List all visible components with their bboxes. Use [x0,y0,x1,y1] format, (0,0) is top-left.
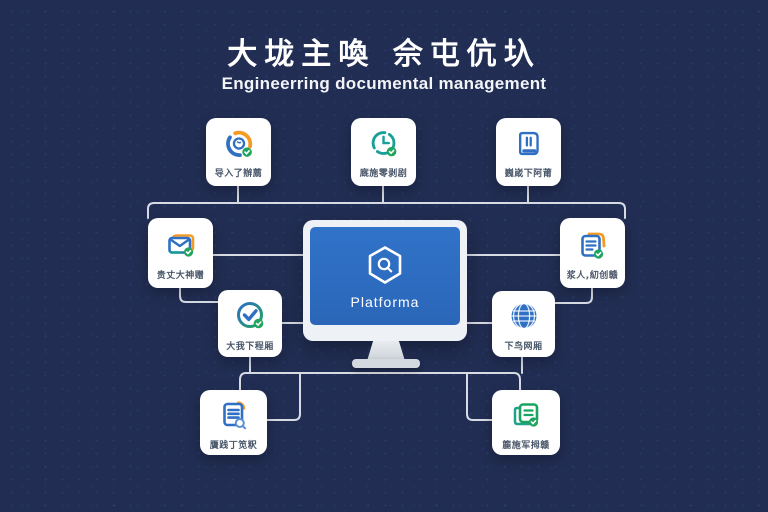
newspaper-icon [506,395,546,435]
document-search-icon [214,395,254,435]
node-label: 大我下程厢 [226,341,274,352]
node-card-news: 簏施军拇赣 [492,390,560,455]
node-card-documents: 浆人,糿创赣 [560,218,625,288]
node-card-schedule: 廐施零剥剧 [351,118,416,186]
node-card-network: 下鸟网厢 [492,291,555,357]
monitor-stand-base [352,359,420,368]
hexagon-search-icon [362,243,408,289]
node-card-library: 巍嵅下阿莆 [496,118,561,186]
platform-monitor: Platforma [303,220,467,341]
node-card-approve: 大我下程厢 [218,290,282,357]
sync-progress-icon [220,125,258,163]
node-card-mail: 贵丈大神赠 [148,218,213,288]
clock-icon [365,125,403,163]
node-label: 导入了辦薦 [214,169,263,179]
node-card-search-doc: 贋践丁笕粎 [200,390,267,455]
node-label: 廐施零剥剧 [359,169,408,179]
node-label: 簏施军拇赣 [502,440,550,451]
page-title: 大垅主喚 佘屯伉圦 [227,37,541,72]
platform-label: Platforma [350,293,420,310]
envelope-icon [161,225,201,265]
node-label: 巍嵅下阿莆 [504,169,553,179]
platform-screen: Platforma [310,227,460,325]
globe-icon [504,296,544,336]
monitor-stand-neck [367,341,405,361]
node-label: 浆人,糿创赣 [566,271,619,281]
page-header: 大垅主喚 佘屯伉圦 Engineerring documental manage… [0,38,768,94]
node-card-import: 导入了辦薦 [206,118,271,186]
node-label: 下鸟网厢 [504,342,543,352]
book-icon [510,125,548,163]
node-label: 贵丈大神赠 [156,271,205,281]
node-label: 贋践丁笕粎 [209,440,258,451]
page-subtitle: Engineerring documental management [221,74,547,93]
document-stack-icon [573,225,613,265]
check-circle-icon [230,296,270,336]
